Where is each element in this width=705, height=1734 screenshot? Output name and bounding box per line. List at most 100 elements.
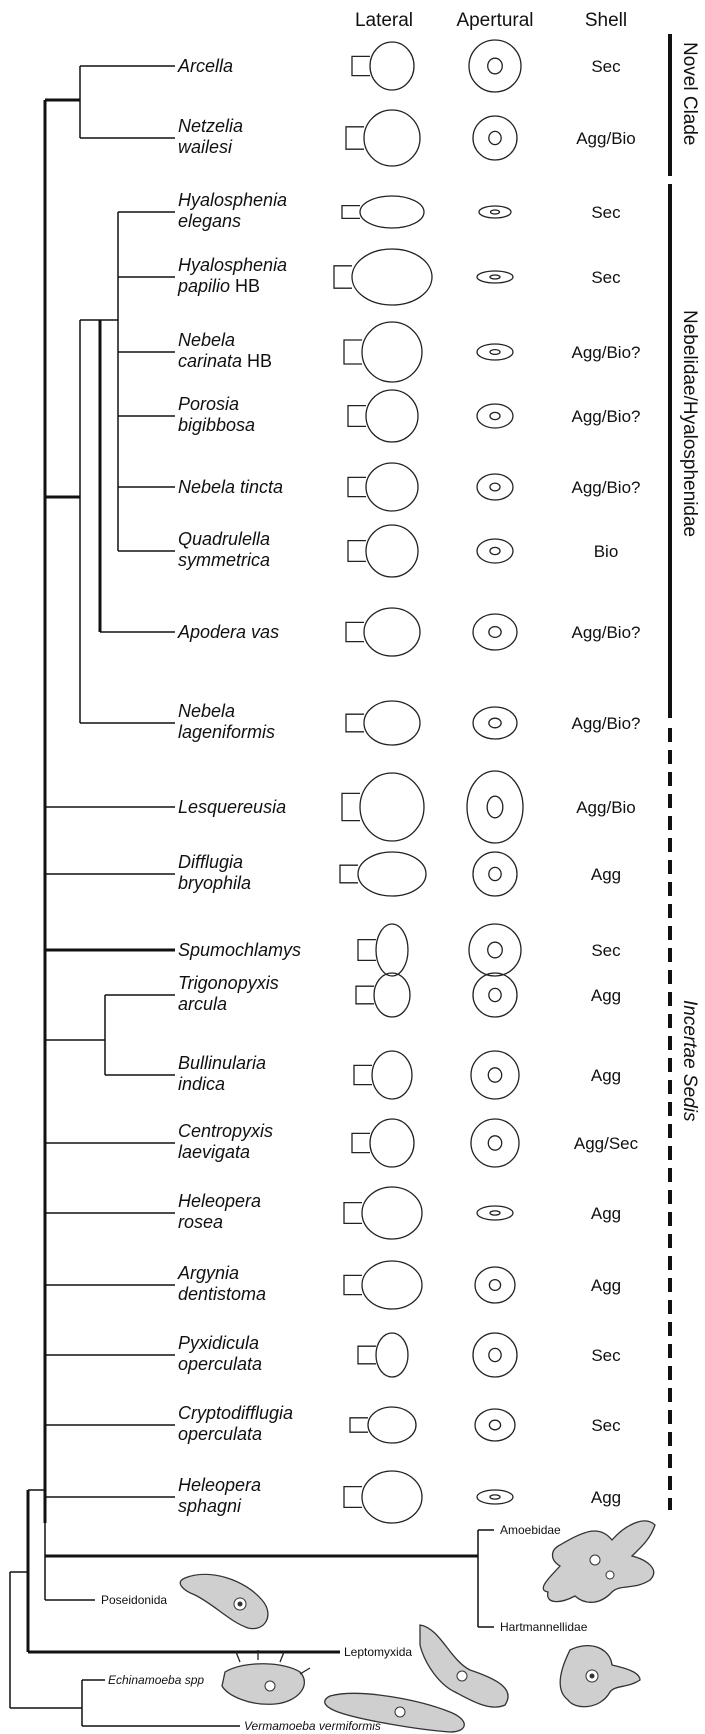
taxon-name: Nebela tincta (178, 477, 283, 497)
taxon-name: Lesquereusia (178, 797, 286, 817)
apertural-view-drawing (477, 404, 513, 428)
lateral-view-drawing (346, 110, 420, 166)
taxon-name-line2: arcula (178, 994, 227, 1014)
apertural-view-drawing (473, 116, 517, 160)
taxon-name: Netzeliawailesi (178, 116, 243, 157)
label-leptomyxida: Leptomyxida (344, 1645, 412, 1659)
taxon-name-line1: Heleopera (178, 1191, 261, 1211)
apertural-view-drawing (477, 344, 513, 360)
header-shell: Shell (585, 10, 627, 31)
shell-type: Sec (591, 941, 621, 960)
taxon-row: Heleoperasphagni Agg (178, 1471, 621, 1523)
taxon-row: BullinulariaindicaAgg (178, 1051, 621, 1099)
taxon-name: Difflugiabryophila (178, 852, 251, 893)
taxon-name-suffix: HB (242, 351, 272, 371)
taxon-name-line1: Nebela tincta (178, 477, 283, 497)
shell-type: Agg (591, 1488, 621, 1507)
shell-type: Agg/Bio? (572, 343, 641, 362)
taxon-row: QuadrulellasymmetricaBio (178, 525, 618, 577)
taxon-name-line2: elegans (178, 211, 241, 231)
taxon-row: Hyalospheniapapilio HBSec (177, 249, 621, 305)
taxon-row: Spumochlamys Sec (178, 924, 621, 976)
taxon-name-line2: wailesi (178, 137, 233, 157)
shell-type: Agg (591, 1276, 621, 1295)
apertural-view-drawing (473, 973, 517, 1017)
shell-type: Agg/Bio? (572, 407, 641, 426)
taxon-name-line2: papilio (177, 276, 230, 296)
shell-type: Agg/Bio? (572, 714, 641, 733)
shell-type: Sec (591, 1416, 621, 1435)
lateral-view-drawing (342, 196, 424, 228)
apertural-view-drawing (473, 1333, 517, 1377)
shell-type: Agg/Bio? (572, 623, 641, 642)
lateral-view-drawing (346, 701, 420, 745)
taxon-name-line1: Hyalosphenia (178, 190, 287, 210)
taxon-name: Nebelacarinata HB (178, 330, 272, 371)
apertural-view-drawing (469, 924, 521, 976)
taxon-name-line2: bigibbosa (178, 415, 255, 435)
lateral-view-drawing (344, 1187, 422, 1239)
echinamoeba-drawing (222, 1650, 310, 1704)
taxon-row: HyalospheniaelegansSec (178, 190, 621, 231)
label-amoebidae: Amoebidae (500, 1523, 561, 1537)
apertural-view-drawing (467, 771, 523, 843)
taxon-name: Centropyxislaevigata (178, 1121, 273, 1162)
header-lateral: Lateral (355, 10, 413, 31)
shell-type: Agg (591, 865, 621, 884)
lateral-view-drawing (358, 924, 408, 976)
taxon-name: Nebelalageniformis (178, 701, 275, 742)
taxon-name: Cryptodifflugiaoperculata (178, 1403, 293, 1444)
taxon-name-line1: Heleopera (178, 1475, 261, 1495)
shell-type: Bio (594, 542, 619, 561)
taxon-name: Argyniadentistoma (177, 1263, 266, 1304)
apertural-view-drawing (477, 539, 513, 563)
lateral-view-drawing (344, 1261, 422, 1309)
lateral-view-drawing (340, 852, 426, 896)
taxon-name-line2: sphagni (178, 1496, 242, 1516)
group-novel-clade: Novel Clade (679, 42, 700, 146)
lateral-view-drawing (334, 249, 432, 305)
taxon-name-line1: Porosia (178, 394, 239, 414)
taxon-name-line1: Spumochlamys (178, 940, 301, 960)
label-hartmannellidae: Hartmannellidae (500, 1620, 588, 1634)
lateral-view-drawing (348, 525, 418, 577)
leptomyxida-drawing (420, 1625, 508, 1707)
taxon-name-line2: operculata (178, 1424, 262, 1444)
lateral-view-drawing (346, 608, 420, 656)
shell-type: Agg (591, 986, 621, 1005)
taxa-layer: ArcellaSecNetzeliawailesiAgg/BioHyalosph… (177, 40, 641, 1523)
label-vermamoeba: Vermamoeba vermiformis (244, 1719, 381, 1733)
shell-type: Agg/Bio (576, 798, 636, 817)
shell-type: Agg/Bio? (572, 478, 641, 497)
lateral-view-drawing (348, 390, 418, 442)
apertural-view-drawing (473, 707, 517, 739)
apertural-view-drawing (479, 206, 511, 218)
shell-type: Sec (591, 57, 621, 76)
apertural-view-drawing (471, 1119, 519, 1167)
apertural-view-drawing (475, 1267, 515, 1303)
taxon-name-line2: carinata (178, 351, 242, 371)
taxon-name-line1: Trigonopyxis (178, 973, 279, 993)
taxon-name-line1: Bullinularia (178, 1053, 266, 1073)
label-echinamoeba: Echinamoeba spp (108, 1673, 204, 1687)
apertural-view-drawing (477, 1206, 513, 1220)
shell-type: Sec (591, 1346, 621, 1365)
lateral-view-drawing (348, 463, 418, 511)
taxon-row: Nebela tincta Agg/Bio? (178, 463, 641, 511)
taxon-name-line2: lageniformis (178, 722, 275, 742)
shell-type: Agg (591, 1204, 621, 1223)
taxon-row: Apodera vasAgg/Bio? (177, 608, 641, 656)
taxon-name-line1: Cryptodifflugia (178, 1403, 293, 1423)
taxon-name-line1: Pyxidicula (178, 1333, 259, 1353)
lateral-view-drawing (344, 1471, 422, 1523)
